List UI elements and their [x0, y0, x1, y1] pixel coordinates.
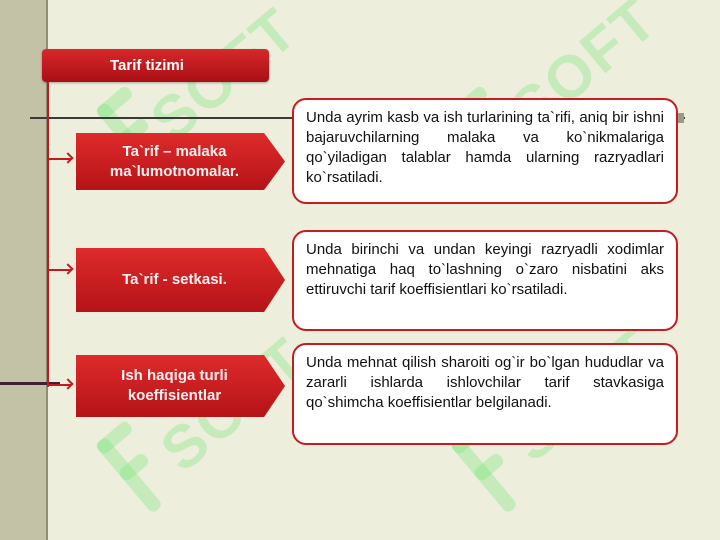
- arrow-right-icon: [62, 152, 74, 164]
- tree-connector-branch-1: [47, 158, 71, 160]
- footer-rule: [0, 382, 60, 385]
- tree-connector-branch-3: [47, 384, 71, 386]
- tree-connector-vertical: [47, 82, 49, 387]
- row-description-tarif-malaka: Unda ayrim kasb va ish turlarining ta`ri…: [292, 98, 678, 204]
- row-label-tarif-malaka: Ta`rif – malaka ma`lumotnomalar.: [76, 133, 285, 190]
- row-description-tarif-setkasi: Unda birinchi va undan keyingi razryadli…: [292, 230, 678, 331]
- arrow-right-icon: [62, 378, 74, 390]
- row-description-koeffisientlar: Unda mehnat qilish sharoiti og`ir bo`lga…: [292, 343, 678, 445]
- tree-connector-branch-2: [47, 269, 71, 271]
- arrow-right-icon: [62, 263, 74, 275]
- row-label-tarif-setkasi: Ta`rif - setkasi.: [76, 248, 285, 312]
- diagram-title: Tarif tizimi: [42, 49, 269, 82]
- row-label-koeffisientlar: Ish haqiga turli koeffisientlar: [76, 355, 285, 417]
- left-band: [0, 0, 46, 540]
- watermark-logo-icon: [80, 412, 189, 528]
- header-rule-accent: [676, 113, 684, 123]
